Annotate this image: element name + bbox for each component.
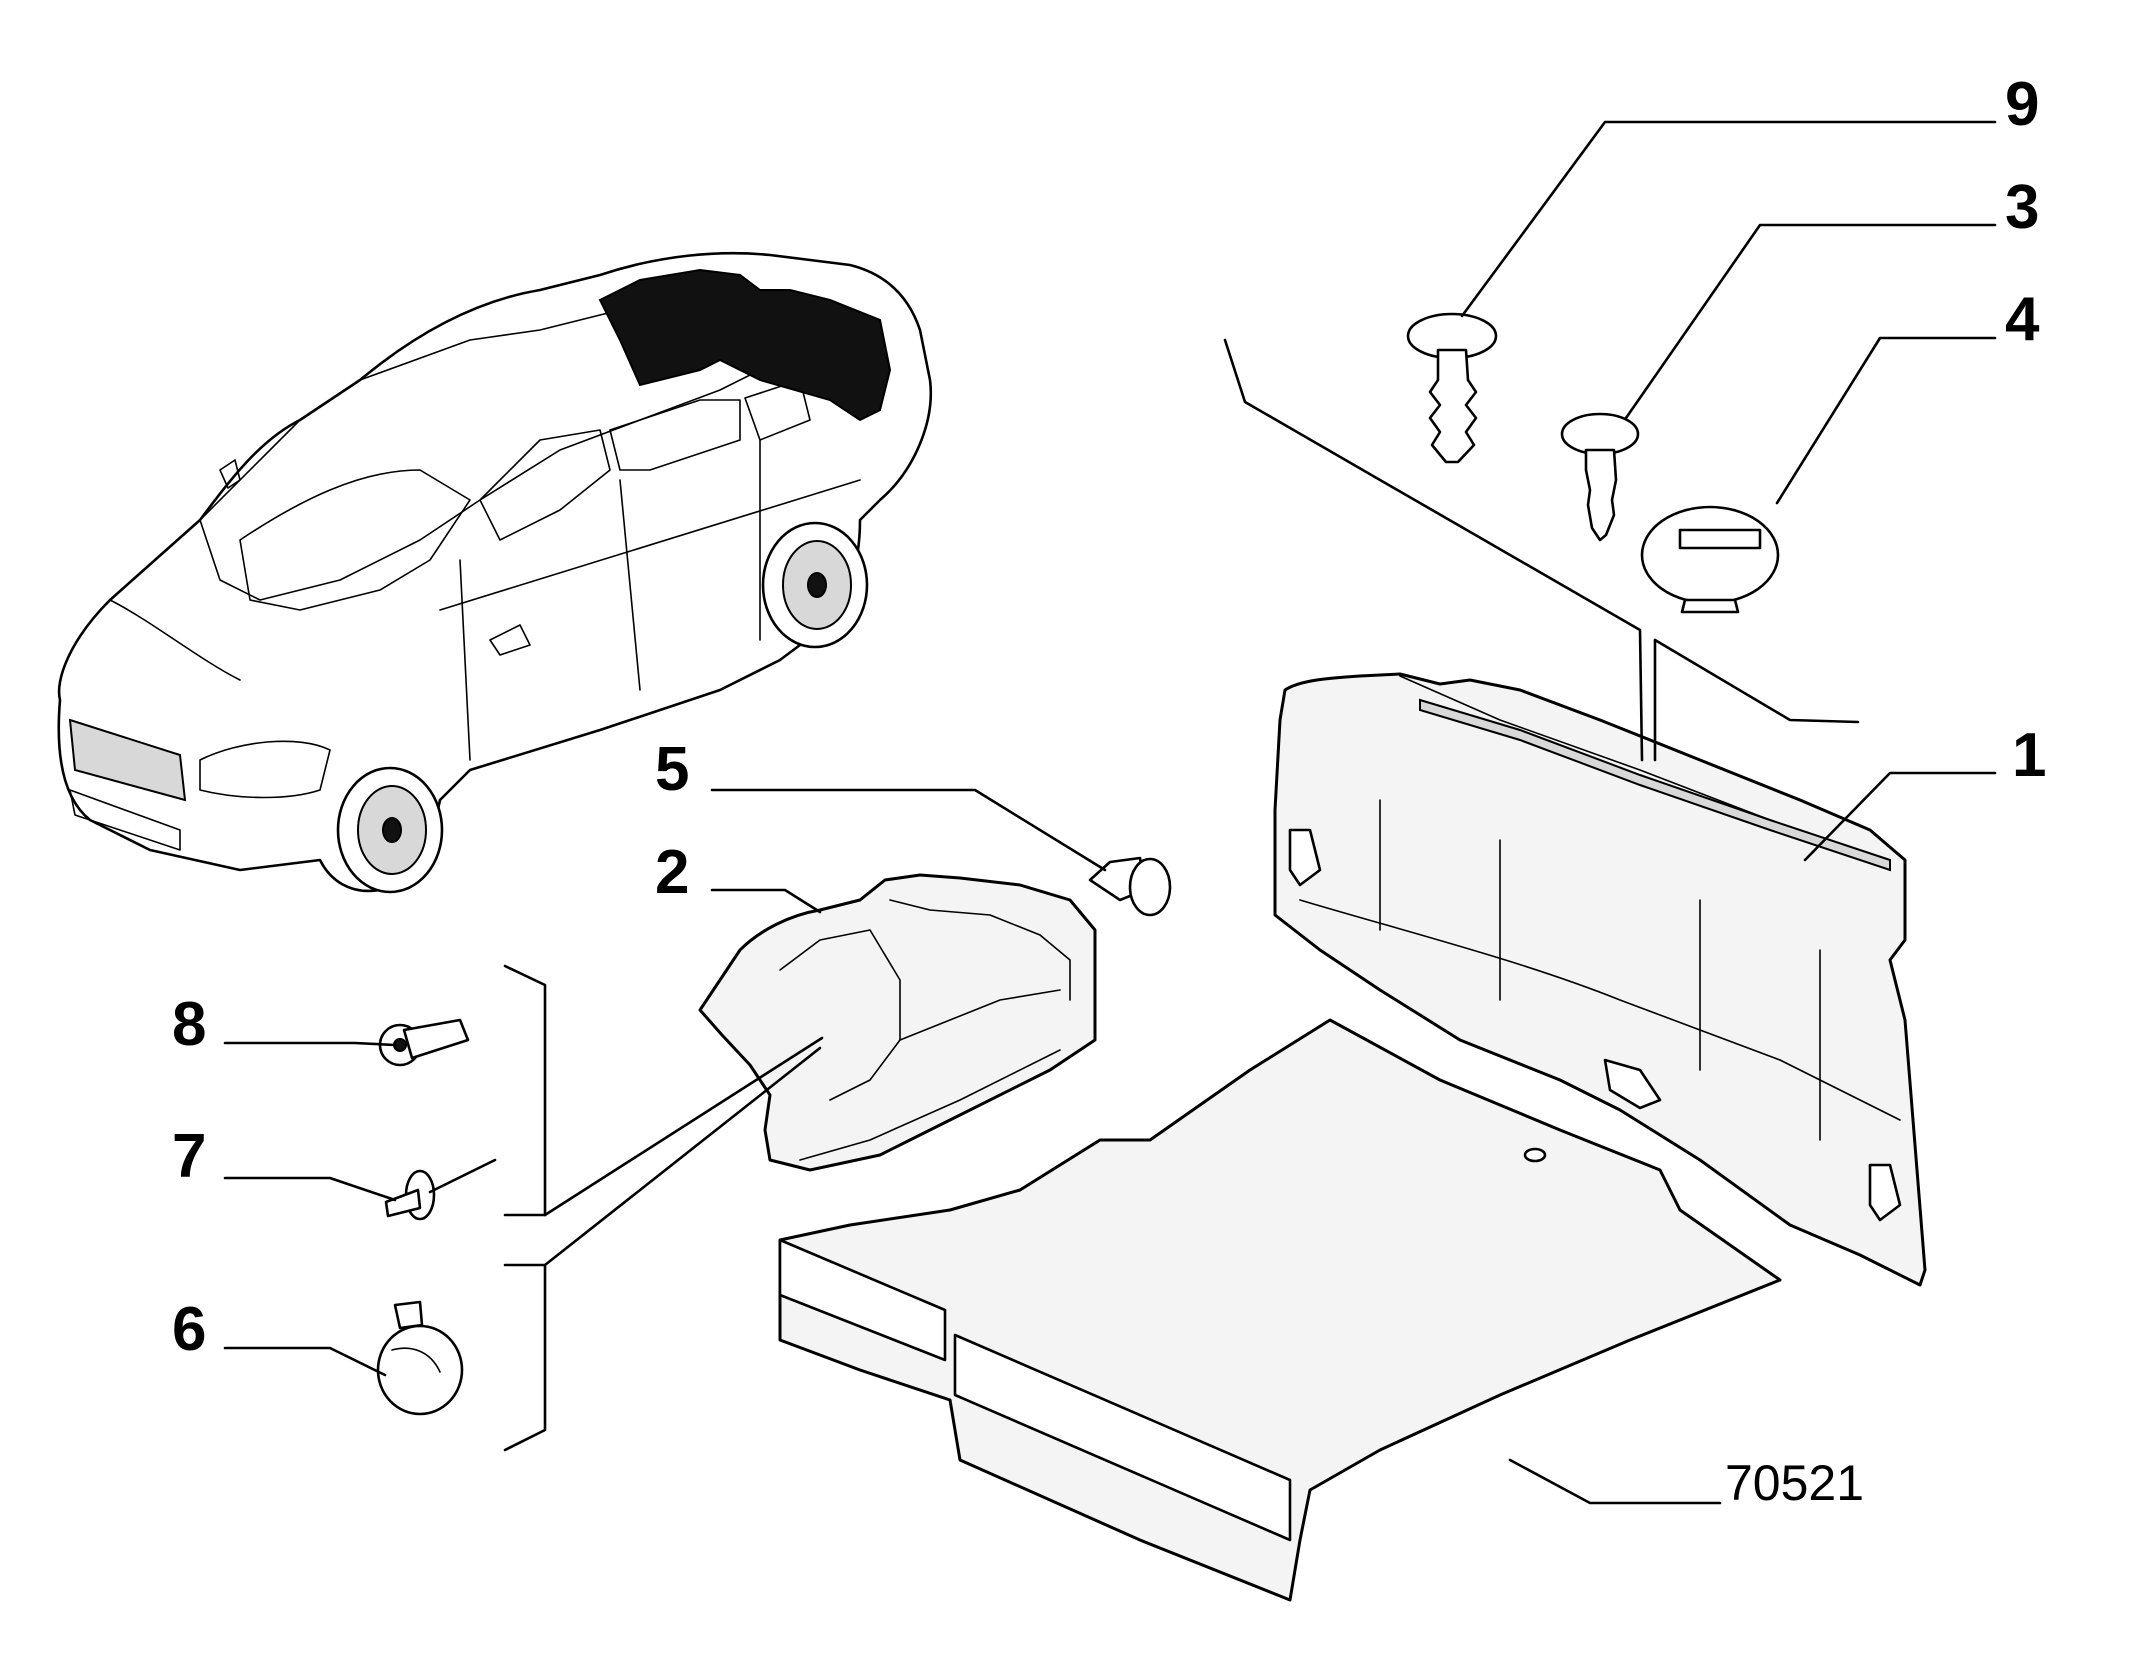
part-2-side-trim [698,873,1097,1172]
drawing-number: 70521 [1725,1455,1864,1511]
part-1-trunk-rear-panel [1273,672,1927,1287]
callout-7: 7 [172,1122,206,1191]
trunk-floor-mat [778,1018,1782,1602]
part-8-bolt [378,1018,470,1067]
car-illustration [57,251,933,894]
callout-3: 3 [2005,173,2039,242]
part-7-rivet [384,1158,497,1221]
part-6-hook [376,1300,464,1416]
callout-labels: 9 3 4 1 5 2 8 7 6 70521 [172,70,2046,1511]
callout-1: 1 [2012,721,2046,790]
part-9-push-rivet [1406,312,1498,464]
part-3-screw [1560,412,1640,542]
part-4-plug-cap [1640,505,1780,614]
part-5-clip [1088,856,1172,917]
callout-4: 4 [2005,285,2040,354]
callout-6: 6 [172,1295,206,1364]
callout-8: 8 [172,990,206,1059]
callout-5: 5 [655,735,689,804]
leader-lines [223,120,1997,1505]
callout-2: 2 [655,838,689,907]
callout-9: 9 [2005,70,2039,139]
